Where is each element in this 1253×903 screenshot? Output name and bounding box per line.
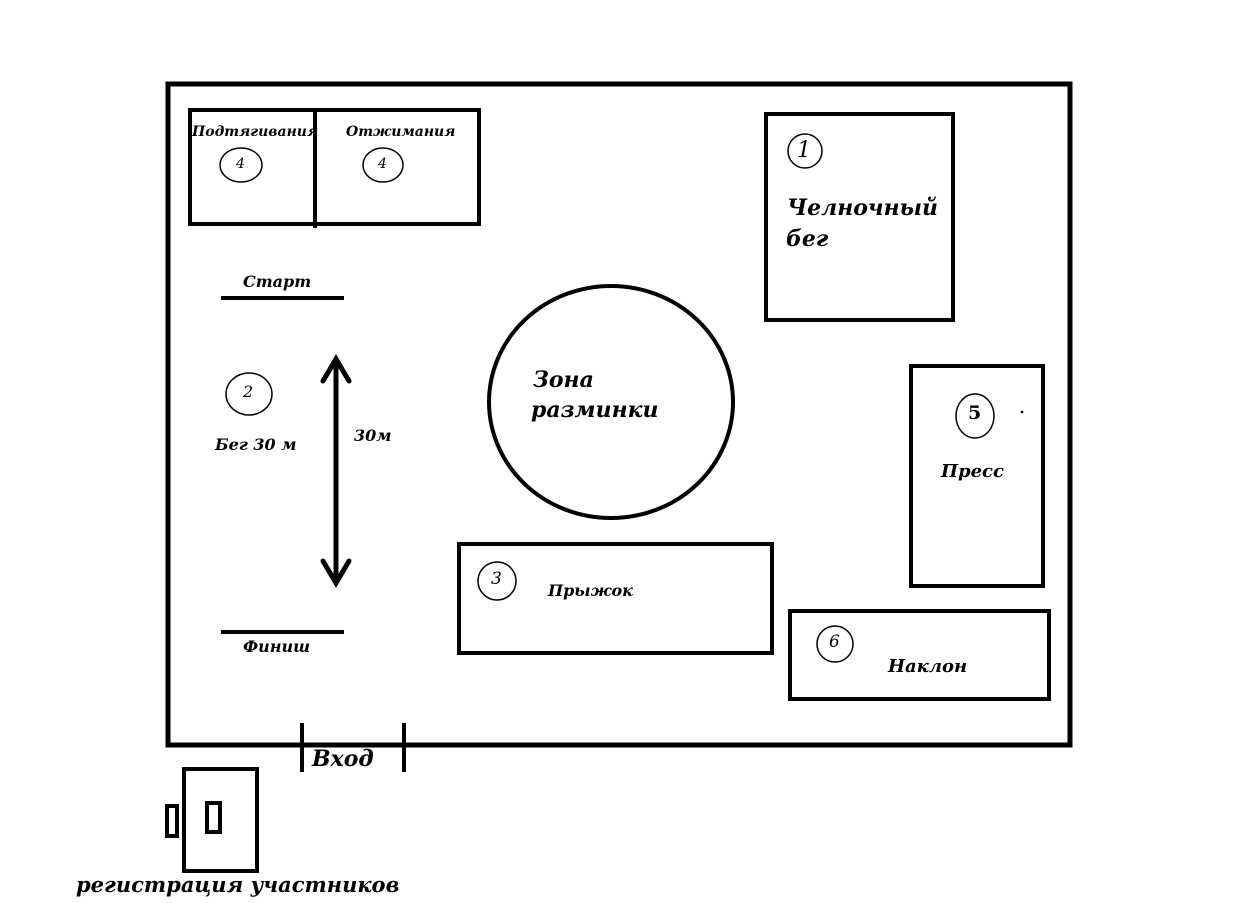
registration-chair-inner — [205, 801, 222, 834]
registration-label: регистрация участников — [76, 872, 400, 897]
bend-station-box — [788, 609, 1051, 701]
shuttle-run-label-line1: Челночный — [787, 195, 939, 221]
hall-outline — [165, 81, 1073, 748]
pushups-number-circle — [362, 147, 404, 183]
bend-number: 6 — [829, 632, 840, 652]
pushups-label: Отжимания — [346, 124, 456, 140]
pullups-label: Подтягивания — [192, 124, 319, 140]
jump-station-box — [457, 542, 774, 655]
press-number: 5 — [968, 402, 982, 424]
shuttle-run-number-circle — [787, 133, 823, 169]
press-station-box — [909, 364, 1045, 588]
entrance-label: Вход — [312, 746, 374, 772]
shuttle-run-station-box — [764, 112, 955, 322]
bend-label: Наклон — [888, 656, 968, 677]
pullups-number: 4 — [236, 156, 245, 172]
distance-arrow — [320, 354, 352, 588]
warmup-label-line1: Зона — [533, 367, 594, 393]
sprint-number-circle — [225, 372, 273, 416]
sprint-number: 2 — [243, 382, 254, 401]
registration-desk — [182, 767, 259, 873]
start-label: Старт — [243, 272, 312, 291]
warmup-zone-circle — [487, 284, 735, 520]
jump-label: Прыжок — [548, 581, 633, 600]
shuttle-run-number: 1 — [797, 138, 811, 163]
sprint-label: Бег 30 м — [215, 435, 297, 454]
pushups-number: 4 — [378, 156, 387, 172]
press-dot — [1020, 410, 1024, 414]
jump-number: 3 — [491, 569, 502, 589]
registration-chair-outer — [165, 804, 179, 838]
press-label: Пресс — [941, 461, 1004, 482]
distance-label: 30м — [354, 426, 392, 445]
shuttle-run-label-line2: бег — [786, 226, 829, 252]
jump-number-circle — [477, 561, 517, 601]
press-number-circle — [955, 393, 995, 439]
bend-number-circle — [816, 625, 854, 663]
finish-label: Финиш — [243, 637, 311, 656]
warmup-label-line2: разминки — [531, 397, 659, 423]
pullups-number-circle — [219, 147, 263, 183]
